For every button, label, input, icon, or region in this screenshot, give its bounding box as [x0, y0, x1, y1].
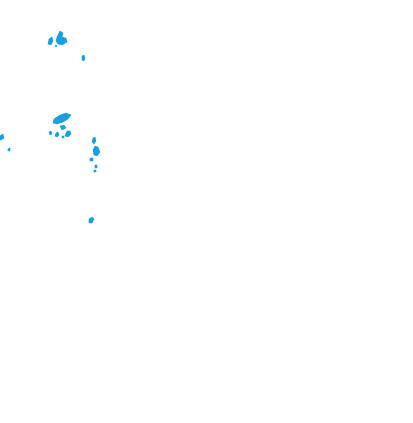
islet-shape — [64, 130, 72, 138]
islet-north-small — [81, 54, 86, 62]
island-cluster-north — [47, 30, 68, 48]
islet-shape — [54, 44, 58, 48]
islet-shape — [89, 157, 94, 162]
islet-shape — [88, 216, 95, 224]
island-cluster-central — [48, 112, 72, 139]
island-shape — [91, 136, 97, 145]
islet-west-edge — [0, 133, 11, 152]
islet-shape — [94, 164, 98, 169]
islet-shape — [54, 131, 60, 138]
islet-shape — [0, 133, 5, 141]
island-shape — [59, 124, 67, 131]
islet-shape — [7, 147, 11, 152]
islet-shape — [61, 135, 65, 139]
islet-shape — [93, 169, 97, 173]
islet-shape — [81, 54, 86, 62]
islet-south — [88, 216, 95, 224]
island-chain-east — [89, 136, 101, 173]
island-shape — [92, 145, 101, 157]
island-shape — [47, 36, 54, 46]
islet-shape — [48, 130, 53, 136]
island-shape — [55, 30, 68, 46]
island-shape — [52, 112, 72, 125]
